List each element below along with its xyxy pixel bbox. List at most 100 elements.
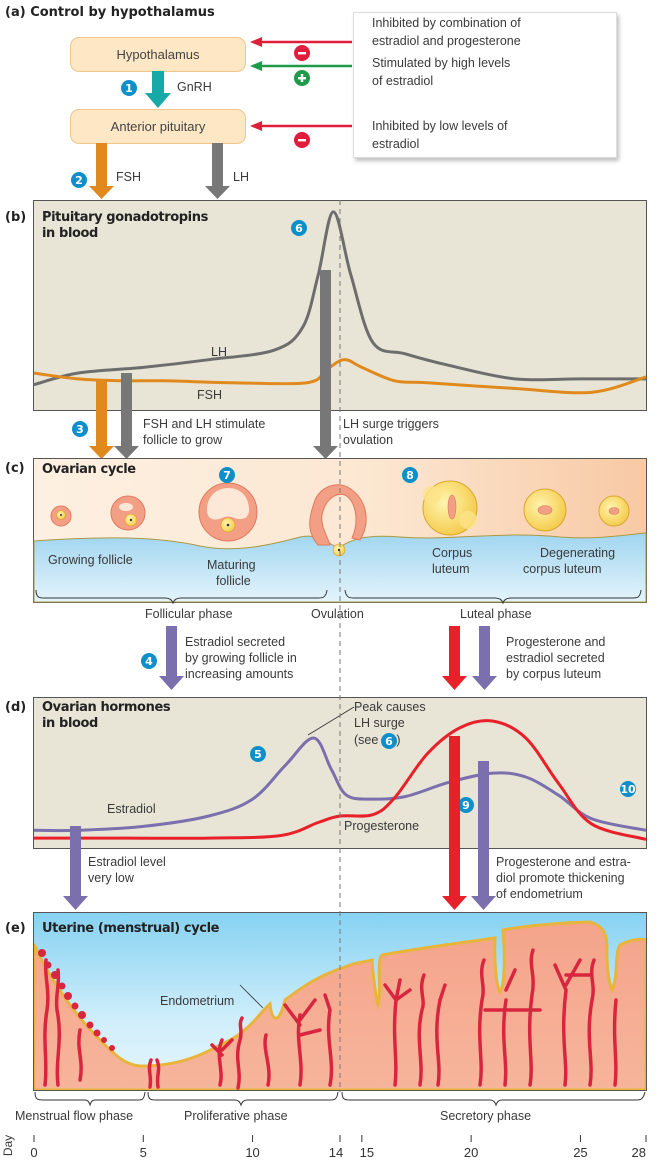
feedback-text-2b: of estradiol: [372, 74, 434, 88]
luteal-estradiol-arrow: [479, 626, 490, 678]
feedback-text-3b: estradiol: [372, 137, 420, 151]
degenerating-label-1: Degenerating: [540, 546, 616, 560]
progesterone-curve-label: Progesterone: [344, 819, 420, 833]
step-1-badge: 1: [121, 80, 137, 96]
maturing-follicle-label-2: follicle: [216, 574, 251, 588]
endometrium-leader-line: [239, 984, 264, 1009]
panel-b-title-1: Pituitary gonadotropins: [42, 210, 208, 225]
panel-title: Control by hypothalamus: [30, 5, 215, 20]
estradiol-secreted-text-3: increasing amounts: [185, 667, 294, 681]
lh-surge-text-1: LH surge triggers: [343, 417, 439, 431]
panel-d-title-1: Ovarian hormones: [42, 700, 171, 715]
thicken-text-3: of endometrium: [496, 887, 583, 901]
progesterone-line: [33, 719, 647, 841]
panel-c-title: Ovarian cycle: [42, 462, 136, 477]
peak-text-1: Peak causes: [354, 700, 426, 714]
prog-secreted-text-2: estradiol secreted: [506, 651, 605, 665]
panel-b-letter: (b): [5, 210, 27, 225]
panel-e-title: Uterine (menstrual) cycle: [42, 921, 220, 936]
secretory-brace: [341, 1091, 646, 1107]
step-3-badge: 3: [72, 421, 88, 437]
feedback-text-3a: Inhibited by low levels of: [372, 119, 508, 133]
peak-leader-line: [307, 706, 355, 736]
corpus-luteum: [422, 480, 478, 536]
gnrh-arrow: [152, 71, 164, 95]
peak-close: ): [396, 733, 401, 747]
growing-follicle-label: Growing follicle: [48, 553, 133, 567]
corpus-luteum-label-2: luteum: [432, 562, 470, 576]
step-4-badge: 4: [141, 653, 157, 669]
estradiol-low-arrow: [70, 826, 81, 898]
panel-b-title-2: in blood: [42, 226, 98, 241]
step-10-badge: 10: [620, 781, 636, 797]
luteal-phase-label: Luteal phase: [460, 607, 532, 621]
day-tick-label: 28: [632, 1145, 646, 1160]
menstrual-shedding-clumps: [38, 949, 115, 1051]
degenerating-corpus-luteum-1: [523, 488, 567, 532]
degenerating-corpus-luteum-2: [598, 495, 630, 527]
menstrual-phase-label: Menstrual flow phase: [15, 1109, 134, 1123]
growing-follicle-small: [50, 505, 72, 527]
peak-text-3: (see): [354, 733, 401, 748]
fsh-curve-label: FSH: [197, 388, 222, 402]
secretory-phase-label: Secretory phase: [440, 1109, 532, 1123]
progesterone-thickening-arrow: [449, 736, 460, 898]
panel-c-letter: (c): [5, 461, 25, 476]
panel-a-title: (a) Control by hypothalamus: [5, 5, 215, 20]
follicular-brace: [35, 589, 328, 605]
day-tick-label: 25: [573, 1145, 587, 1160]
day-tick-label: 5: [140, 1145, 147, 1160]
step-6-ref-badge: 6: [381, 733, 397, 749]
prog-secreted-text-3: by corpus luteum: [506, 667, 602, 681]
hypothalamus-box: Hypothalamus: [70, 37, 246, 72]
progesterone-secretion-arrow: [449, 626, 460, 678]
estradiol-thickening-arrow: [478, 761, 489, 898]
maturing-follicle-label-1: Maturing: [207, 558, 256, 572]
step-5-badge: 5: [250, 746, 266, 762]
estradiol-line: [33, 736, 647, 833]
estradiol-secreted-text-2: by growing follicle in: [185, 651, 297, 665]
arrowhead-icon: [250, 37, 262, 47]
luteal-brace: [344, 589, 642, 605]
step-6-badge: 6: [291, 220, 307, 236]
estradiol-low-text-2: very low: [88, 871, 134, 885]
feedback-legend: [353, 12, 617, 158]
day-tick-label: 14: [329, 1145, 343, 1160]
prog-secreted-text-1: Progesterone and: [506, 635, 606, 649]
feedback-text-1a: Inhibited by combination of: [372, 16, 521, 30]
proliferative-phase-label: Proliferative phase: [184, 1109, 288, 1123]
lh-surge-text-2: ovulation: [343, 433, 394, 447]
gnrh-label: GnRH: [177, 80, 212, 94]
endometrium-label: Endometrium: [160, 994, 235, 1008]
step-2-badge: 2: [71, 172, 87, 188]
degenerating-label-2: corpus luteum: [523, 562, 602, 576]
fsh-to-ovary-arrow: [96, 381, 107, 448]
step-9-badge: 9: [458, 797, 474, 813]
day-tick-label: 0: [30, 1145, 37, 1160]
day-tick-label: 15: [360, 1145, 374, 1160]
lh-to-ovary-arrow: [121, 373, 132, 448]
step-8-badge: 8: [402, 467, 418, 483]
day-tick-label: 10: [245, 1145, 259, 1160]
spiral-arteries: [43, 948, 618, 1090]
feedback-text-1b: estradiol and progesterone: [372, 34, 521, 48]
peak-see: (see: [354, 733, 379, 747]
estradiol-curve-label: Estradiol: [107, 802, 156, 816]
follicular-phase-label: Follicular phase: [145, 607, 233, 621]
panel-d-title-2: in blood: [42, 716, 98, 731]
growing-follicle-medium: [110, 495, 146, 531]
menstrual-brace: [34, 1091, 146, 1107]
estradiol-secretion-arrow: [166, 626, 177, 678]
lh-label: LH: [233, 170, 249, 184]
ovulation-label: Ovulation: [311, 607, 364, 621]
panel-d-letter: (d): [5, 700, 27, 715]
panel-letter: (a): [5, 5, 26, 20]
fsh-arrow: [96, 143, 107, 187]
anterior-pituitary-box: Anterior pituitary: [70, 109, 246, 144]
arrowhead-icon: [250, 121, 262, 131]
